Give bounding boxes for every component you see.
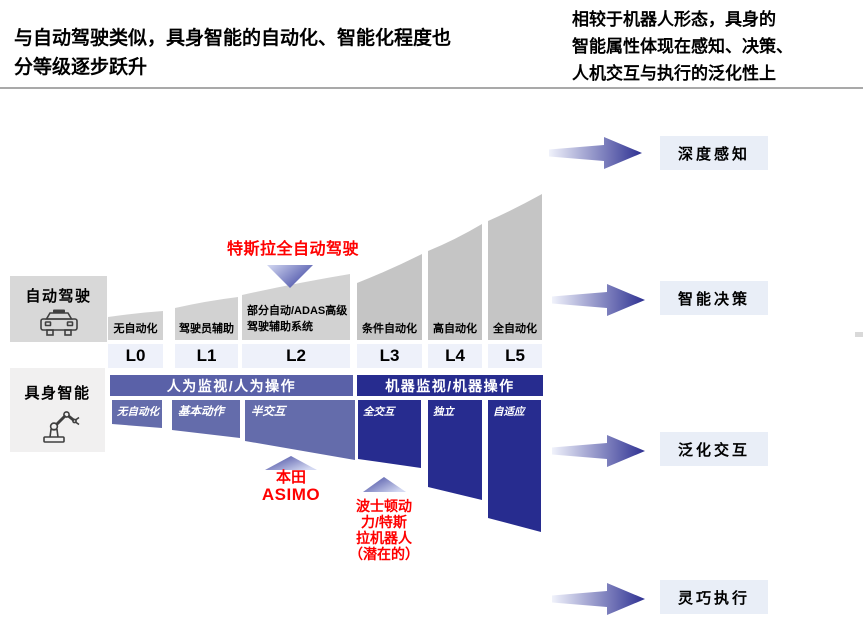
embodied-stage-2: 半交互 [251, 406, 286, 418]
boston-annotation-line4: （潜在的） [349, 546, 419, 562]
arrow-right-icon [552, 435, 645, 467]
subtitle: 相较于机器人形态，具身的 智能属性体现在感知、决策、 人机交互与执行的泛化性上 [572, 6, 863, 87]
header-divider [0, 87, 863, 89]
arrow-right-icon [549, 137, 642, 169]
driving-stage-l2-line2: 驾驶辅助系统 [247, 321, 313, 333]
driving-stage-l4: 高自动化 [433, 323, 477, 335]
driving-funnel-bars [108, 194, 542, 340]
subtitle-line3: 人机交互与执行的泛化性上 [572, 64, 776, 83]
level-l5: L5 [488, 344, 542, 368]
boston-annotation-line3: 拉机器人 [356, 530, 412, 546]
driving-stage-l1: 驾驶员辅助 [179, 323, 234, 335]
level-l1: L1 [175, 344, 238, 368]
honda-asimo-annotation: 本田 ASIMO [236, 469, 346, 504]
tesla-fsd-annotation: 特斯拉全自动驾驶 [226, 241, 359, 258]
embodied-ai-label: 具身智能 [24, 385, 91, 402]
level-l2: L2 [242, 344, 350, 368]
robot-arm-icon [42, 411, 79, 443]
driving-stage-l5: 全自动化 [493, 323, 537, 335]
flow-label-interaction: 泛化交互 [660, 432, 768, 466]
honda-annotation-line1: 本田 [275, 469, 306, 486]
driving-stage-l0: 无自动化 [113, 323, 158, 335]
honda-pointer-triangle [265, 456, 317, 470]
embodied-ai-box: 具身智能 [10, 368, 105, 452]
autonomous-driving-box: 自动驾驶 [10, 276, 107, 342]
embodied-stage-1: 基本动作 [178, 406, 224, 418]
driving-stage-l3: 条件自动化 [362, 323, 417, 335]
machine-supervision-bar: 机器监视/机器操作 [357, 375, 543, 396]
driving-stage-l2: 部分自动/ADAS高级 驾驶辅助系统 [247, 302, 347, 334]
boston-pointer-triangle [363, 477, 406, 492]
tesla-pointer-triangle [267, 265, 313, 288]
arrow-right-icon [552, 583, 645, 615]
embodied-funnel-bars [112, 400, 541, 532]
arrow-right-icon [552, 284, 645, 316]
flow-label-execution: 灵巧执行 [660, 580, 768, 614]
page-title-line2: 分等级逐步跃升 [14, 57, 148, 78]
subtitle-line2: 智能属性体现在感知、决策、 [572, 37, 793, 56]
subtitle-line1: 相较于机器人形态，具身的 [572, 10, 776, 29]
level-l4: L4 [428, 344, 482, 368]
autonomous-driving-label: 自动驾驶 [25, 288, 92, 305]
boston-annotation-line1: 波士顿动 [356, 498, 412, 514]
embodied-stage-5: 自适应 [493, 406, 525, 418]
embodied-stage-0: 无自动化 [117, 406, 159, 418]
human-supervision-bar: 人为监视/人为操作 [110, 375, 353, 396]
boston-tesla-annotation: 波士顿动 力/特斯 拉机器人 （潜在的） [319, 498, 449, 562]
flow-label-perception: 深度感知 [660, 136, 768, 170]
page-title: 与自动驾驶类似，具身智能的自动化、智能化程度也 分等级逐步跃升 [14, 24, 544, 82]
car-icon [39, 309, 78, 336]
boston-annotation-line2: 力/特斯 [361, 514, 407, 530]
honda-annotation-line2: ASIMO [261, 485, 321, 504]
flow-label-decision: 智能决策 [660, 281, 768, 315]
driving-stage-l2-line1: 部分自动/ADAS高级 [247, 305, 348, 317]
level-l3: L3 [357, 344, 422, 368]
page-title-line1: 与自动驾驶类似，具身智能的自动化、智能化程度也 [14, 28, 452, 49]
embodied-stage-4: 独立 [433, 406, 454, 418]
level-l0: L0 [108, 344, 163, 368]
edge-artifact [855, 332, 863, 337]
embodied-stage-3: 全交互 [363, 406, 395, 418]
